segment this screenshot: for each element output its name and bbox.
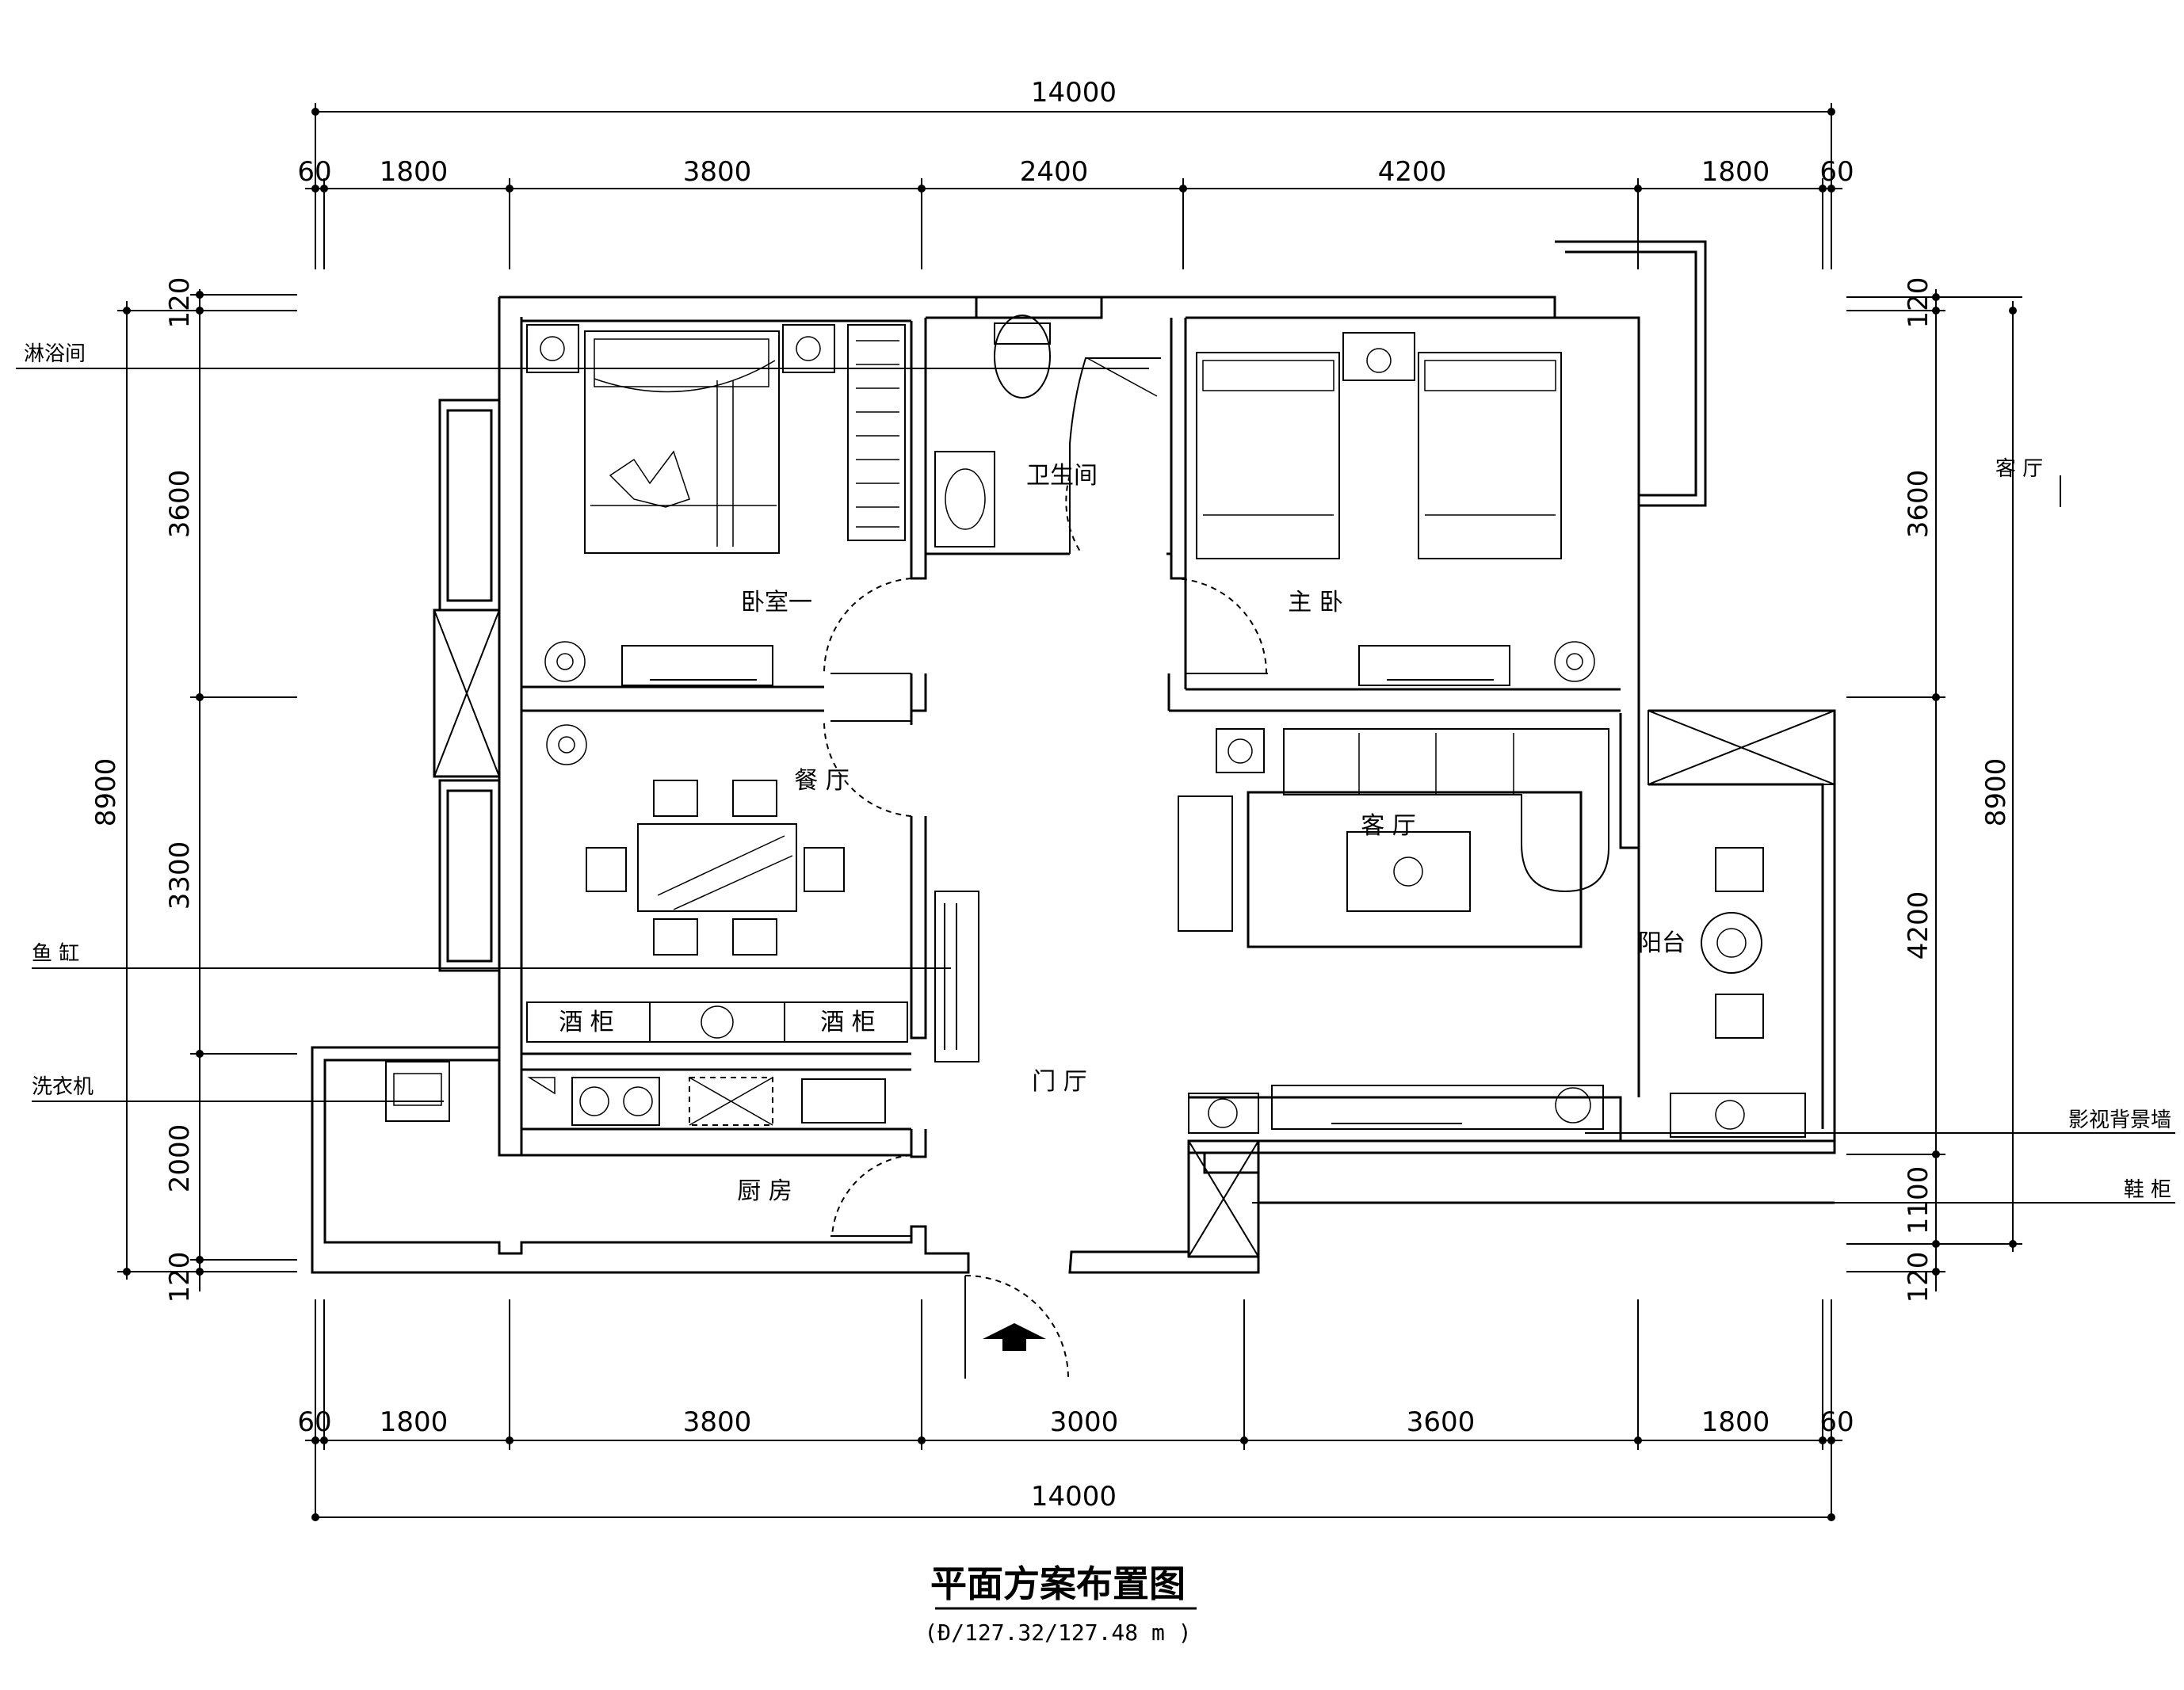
dim-bottom-seg: 1800: [380, 1406, 449, 1438]
room-label-dining: 餐 厅: [794, 767, 850, 795]
dim-bottom-seg: 3800: [683, 1406, 752, 1438]
callout-labels: 淋浴间 鱼 缸 洗衣机 客 厅 影视背景墙 鞋 柜: [24, 342, 2171, 1202]
dim-top-total: 14000: [1031, 77, 1117, 109]
dim-bottom-seg: 3600: [1407, 1406, 1476, 1438]
callout-shower: 淋浴间: [24, 342, 86, 366]
dim-bottom-total: 14000: [1031, 1481, 1117, 1513]
plan-title: 平面方案布置图: [930, 1562, 1186, 1605]
label-wine-cabinet-left: 酒 柜: [559, 1009, 614, 1036]
dim-top-seg: 2400: [1020, 156, 1089, 188]
label-wine-cabinet-right: 酒 柜: [820, 1009, 876, 1036]
dim-left-seg: 3600: [164, 470, 196, 539]
dim-right-seg: 1100: [1903, 1166, 1934, 1235]
title-block: 平面方案布置图 (Ð/127.32/127.48 m ): [924, 1562, 1197, 1646]
dimension-labels: 14000 60 1800 3800 2400 4200 1800 60 60 …: [90, 77, 2012, 1513]
plan-subtitle: (Ð/127.32/127.48 m ): [924, 1619, 1191, 1646]
dim-bottom-seg: 60: [297, 1406, 331, 1438]
walls: [311, 240, 1836, 1274]
dim-right-seg: 120: [1903, 277, 1934, 329]
dim-bottom-seg: 60: [1819, 1406, 1854, 1438]
doors: [823, 475, 1268, 1379]
dim-top-seg: 1800: [380, 156, 449, 188]
callout-tv-wall: 影视背景墙: [2068, 1108, 2171, 1132]
dim-left-seg: 3300: [164, 841, 196, 910]
room-label-bathroom: 卫生间: [1026, 462, 1098, 490]
furniture: [385, 315, 1806, 1351]
callout-leaders: [16, 368, 2175, 1204]
room-label-bedroom1: 卧室一: [741, 589, 812, 616]
callout-living-right: 客 厅: [1995, 457, 2043, 481]
dim-left-seg: 2000: [164, 1124, 196, 1193]
dim-top-seg: 60: [297, 156, 331, 188]
room-labels: 卧室一 卫生间 主 卧 餐 厅 客 厅 阳台 门 厅 厨 房 酒 柜 酒 柜: [559, 462, 1686, 1205]
room-label-master: 主 卧: [1288, 589, 1343, 616]
callout-shoe-cabinet: 鞋 柜: [2124, 1178, 2171, 1202]
room-label-kitchen: 厨 房: [737, 1177, 792, 1205]
callout-fish-tank: 鱼 缸: [32, 942, 79, 966]
dim-right-total: 8900: [1980, 758, 2012, 827]
room-label-foyer: 门 厅: [1032, 1068, 1087, 1096]
room-label-living: 客 厅: [1361, 812, 1416, 840]
dim-right-seg: 120: [1903, 1252, 1934, 1303]
dim-bottom-seg: 1800: [1701, 1406, 1770, 1438]
room-label-balcony: 阳台: [1638, 929, 1686, 957]
dim-left-seg: 120: [164, 1252, 196, 1303]
dim-left-total: 8900: [90, 758, 122, 827]
dim-top-seg: 4200: [1378, 156, 1447, 188]
dim-bottom-seg: 3000: [1050, 1406, 1119, 1438]
dim-left-seg: 120: [164, 277, 196, 329]
dim-right-seg: 4200: [1903, 891, 1934, 960]
dim-top-seg: 60: [1819, 156, 1854, 188]
dim-top-seg: 3800: [683, 156, 752, 188]
callout-washer: 洗衣机: [32, 1075, 94, 1099]
dim-top-seg: 1800: [1701, 156, 1770, 188]
dimension-lines: [117, 103, 2022, 1521]
dim-right-seg: 3600: [1903, 470, 1934, 539]
